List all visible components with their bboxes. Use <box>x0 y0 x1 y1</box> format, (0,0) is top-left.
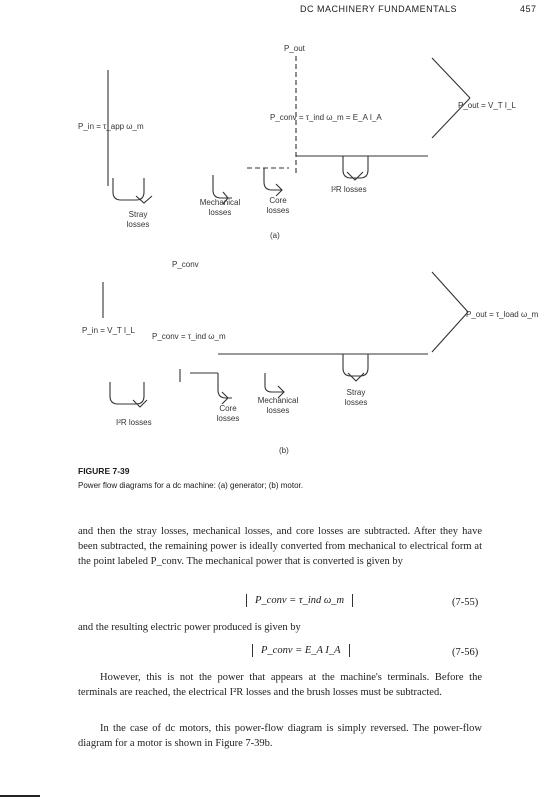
equation-7-56: P_conv = E_A I_A <box>252 644 350 657</box>
output-arrow-upper-a <box>431 57 471 99</box>
mechanical-loss-tap-b <box>264 373 284 393</box>
mechanical-loss-tap-a <box>212 175 232 199</box>
mechanical-loss-arrow-a <box>222 191 229 205</box>
figure-part-b-label: (b) <box>279 446 289 455</box>
stray-loss-arrow-b <box>347 372 365 382</box>
output-arrow-lower-b <box>431 311 469 353</box>
copper-loss-tap-b <box>109 382 145 405</box>
stray-loss-arrow-a <box>135 195 153 204</box>
mechanical-losses-label-a: Mechanical losses <box>199 198 241 217</box>
p-conv-label-b: P_conv = τ_ind ω_m <box>152 332 226 341</box>
output-arrow-upper-b <box>431 271 469 313</box>
p-conv-top-label-b: P_conv <box>172 260 199 269</box>
core-loss-arrow-a <box>275 183 283 197</box>
body-paragraph-4: In the case of dc motors, this power-flo… <box>78 723 482 749</box>
equation-number-7-55: (7-55) <box>452 597 479 608</box>
p-out-top-label: P_out <box>284 44 305 53</box>
core-losses-label-b: Core losses <box>216 404 240 423</box>
p-out-right-label-b: P_out = τ_load ω_m <box>466 310 539 319</box>
page-number: 457 <box>520 4 537 14</box>
p-conv-label-a: P_conv = τ_ind ω_m = E_A I_A <box>270 113 382 122</box>
copper-losses-label-b: I²R losses <box>116 418 152 427</box>
mechanical-loss-arrow-b <box>277 385 285 399</box>
stray-loss-tap-a <box>112 178 145 201</box>
equation-number-7-56: (7-56) <box>452 647 479 658</box>
copper-losses-label-a: I²R losses <box>331 185 367 194</box>
figure-caption-heading: FIGURE 7-39 <box>78 466 130 476</box>
figure-caption-text: Power flow diagrams for a dc machine: (a… <box>78 481 303 490</box>
copper-loss-arrow-a <box>346 171 364 181</box>
output-arrow-lower-a <box>431 97 471 139</box>
stray-loss-tap-b <box>342 354 369 377</box>
stray-losses-label-a: Stray losses <box>126 210 150 229</box>
figure-part-a-label: (a) <box>270 231 280 240</box>
body-paragraph-3: However, this is not the power that appe… <box>78 672 482 698</box>
p-in-label-b: P_in = V_T I_L <box>82 326 135 335</box>
core-loss-tap-a <box>263 168 282 191</box>
p-out-right-label-a: P_out = V_T I_L <box>458 101 516 110</box>
copper-loss-arrow-b <box>132 399 148 408</box>
running-head: DC MACHINERY FUNDAMENTALS <box>300 4 458 14</box>
body-paragraph-1: and then the stray losses, mechanical lo… <box>78 526 482 567</box>
power-flow-diagram <box>102 56 471 408</box>
p-in-label-a: P_in = τ_app ω_m <box>78 122 144 131</box>
core-losses-label-a: Core losses <box>266 196 290 215</box>
mechanical-losses-label-b: Mechanical losses <box>257 396 299 415</box>
equation-7-55: P_conv = τ_ind ω_m <box>246 594 354 607</box>
core-loss-tap-b <box>217 373 232 399</box>
core-loss-arrow-b <box>221 391 229 405</box>
body-paragraph-2: and the resulting electric power produce… <box>78 622 301 633</box>
stray-losses-label-b: Stray losses <box>344 388 368 407</box>
copper-loss-tap-a <box>342 156 369 179</box>
page-corner-mark <box>0 795 40 797</box>
